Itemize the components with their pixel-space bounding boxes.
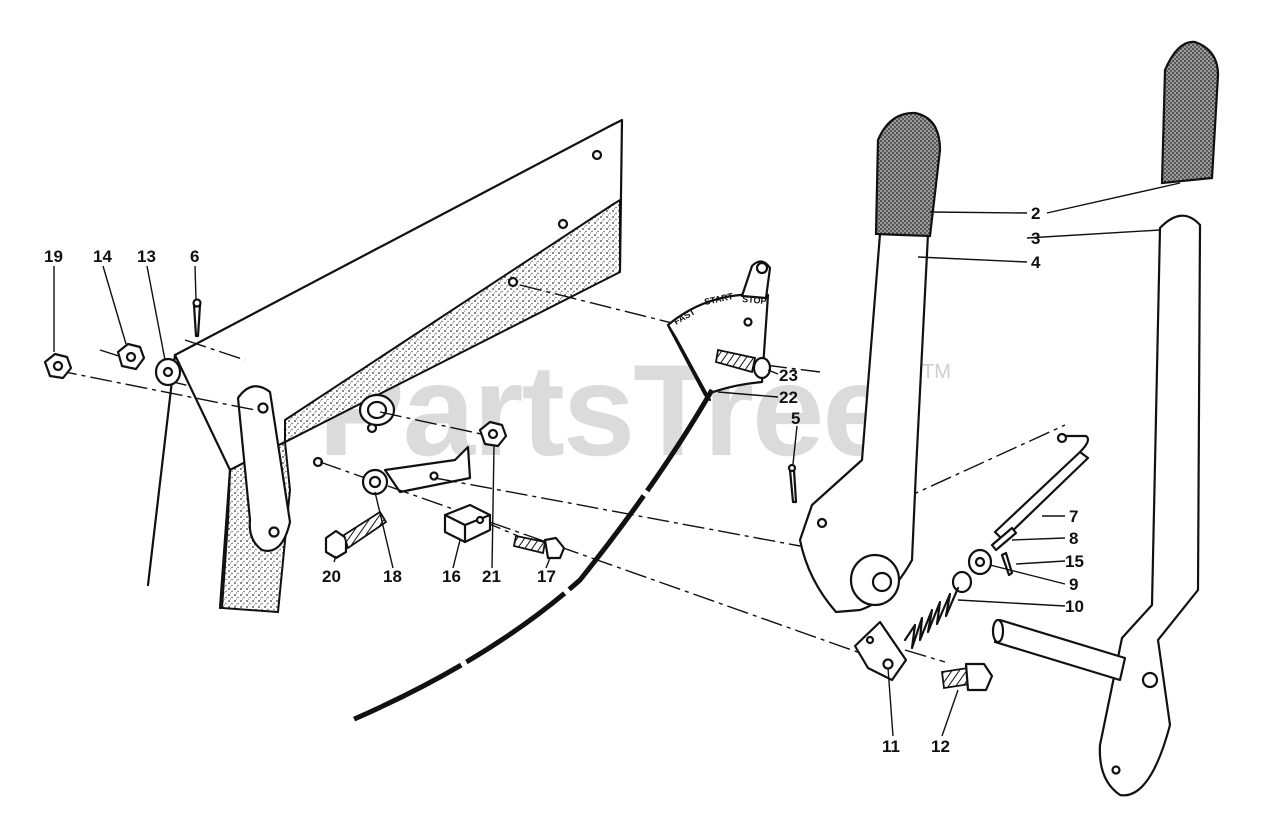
bolt-17 bbox=[512, 534, 566, 560]
link-bracket bbox=[236, 385, 292, 552]
callout-11: 11 bbox=[882, 737, 900, 756]
lock-washer-18 bbox=[361, 468, 389, 496]
throttle-stop-label: STOP bbox=[742, 294, 767, 306]
callout-10: 10 bbox=[1065, 597, 1084, 616]
callout-7: 7 bbox=[1069, 507, 1078, 526]
bracket-11 bbox=[853, 620, 908, 682]
callout-2: 2 bbox=[1031, 204, 1040, 223]
callout-13: 13 bbox=[137, 247, 156, 266]
callout-5: 5 bbox=[791, 409, 800, 428]
watermark-trademark: TM bbox=[922, 361, 951, 383]
bolt-12 bbox=[940, 662, 994, 692]
callout-16: 16 bbox=[442, 567, 461, 586]
bolt-20 bbox=[324, 510, 388, 560]
callout-15: 15 bbox=[1065, 552, 1084, 571]
callout-23: 23 bbox=[779, 366, 798, 385]
callout-8: 8 bbox=[1069, 529, 1078, 548]
callouts: 19 14 13 6 20 18 16 21 17 23 22 5 2 3 4 … bbox=[44, 204, 1084, 756]
screw-23 bbox=[714, 348, 772, 380]
cotter-pin-6 bbox=[192, 298, 202, 338]
leader-lines bbox=[53, 182, 1181, 737]
grip-2-lower bbox=[874, 111, 942, 238]
pin-8 bbox=[990, 526, 1018, 552]
frame-bushing bbox=[358, 393, 396, 427]
callout-21: 21 bbox=[482, 567, 501, 586]
pivot-shaft bbox=[991, 618, 1127, 682]
callout-4: 4 bbox=[1031, 253, 1041, 272]
callout-22: 22 bbox=[779, 388, 798, 407]
callout-9: 9 bbox=[1069, 575, 1078, 594]
callout-14: 14 bbox=[93, 247, 112, 266]
callout-19: 19 bbox=[44, 247, 63, 266]
callout-18: 18 bbox=[383, 567, 402, 586]
washer-9 bbox=[951, 548, 993, 594]
hex-nut-19 bbox=[43, 352, 73, 380]
lever-3 bbox=[1098, 214, 1202, 797]
nut-21 bbox=[478, 420, 508, 448]
washer-13 bbox=[154, 357, 182, 387]
callout-12: 12 bbox=[931, 737, 950, 756]
callout-17: 17 bbox=[537, 567, 556, 586]
lock-nut-14 bbox=[116, 342, 146, 371]
block-16 bbox=[443, 503, 492, 544]
assembly-lines bbox=[54, 284, 1066, 663]
callout-20: 20 bbox=[322, 567, 341, 586]
grip-2-upper bbox=[1160, 40, 1220, 185]
cotter-pin-15 bbox=[1000, 551, 1014, 577]
dash-panel bbox=[146, 118, 624, 614]
cotter-pin-5 bbox=[787, 463, 798, 504]
throttle-cable bbox=[351, 388, 715, 723]
spring-10 bbox=[903, 586, 960, 650]
callout-3: 3 bbox=[1031, 229, 1040, 248]
lever-4 bbox=[798, 232, 930, 614]
callout-6: 6 bbox=[190, 247, 199, 266]
